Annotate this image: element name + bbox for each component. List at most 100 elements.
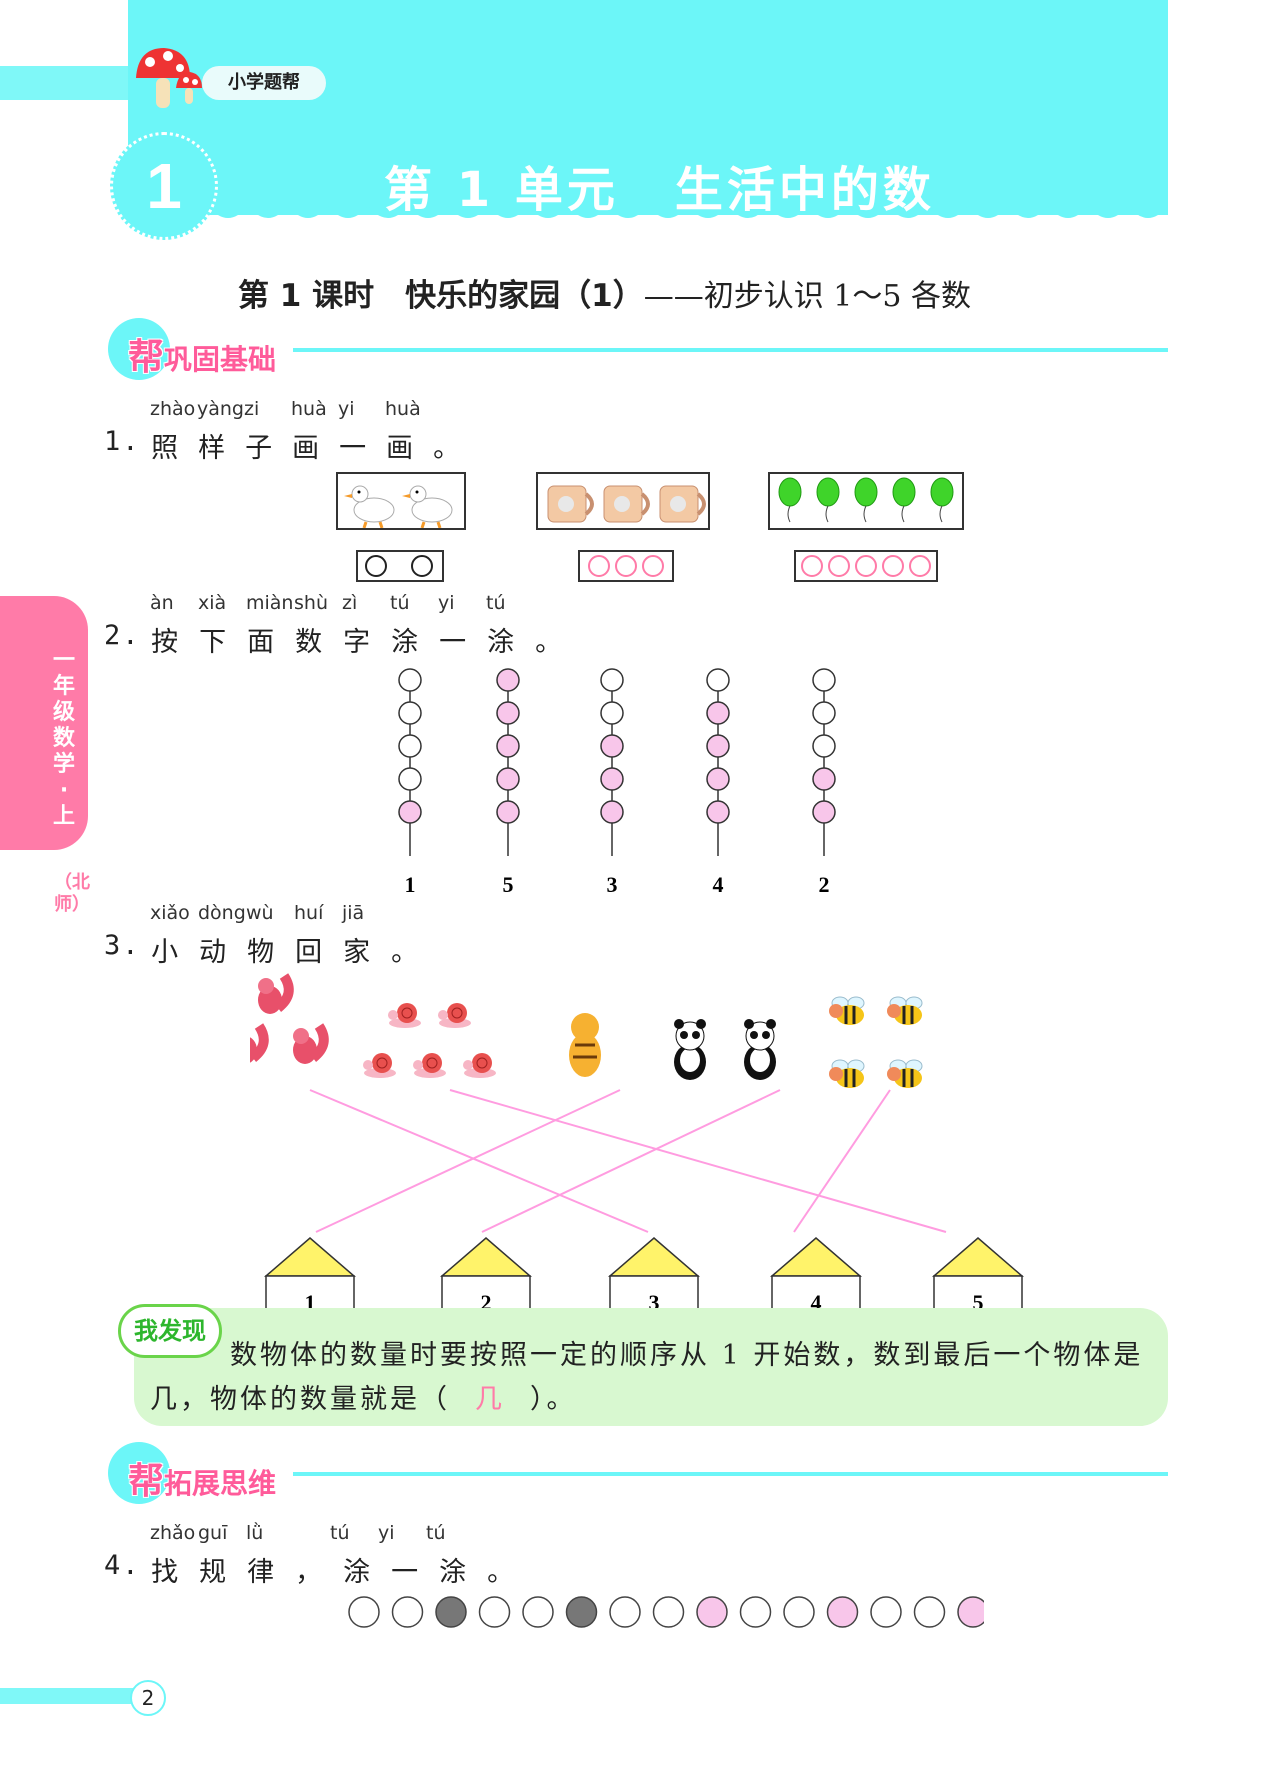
q3-text: 小动物回家。	[151, 930, 439, 968]
bead-column	[496, 668, 520, 856]
q2-char-1: 下	[199, 627, 229, 658]
pattern-circle[interactable]	[913, 1596, 946, 1628]
q3-pinyin-0: xiǎo	[150, 902, 190, 924]
balloon-icon	[892, 477, 916, 523]
bead[interactable]	[812, 701, 836, 725]
bead[interactable]	[600, 800, 624, 824]
bead[interactable]	[398, 734, 422, 758]
match-line	[481, 1089, 781, 1233]
bead[interactable]	[812, 668, 836, 692]
answer-circle[interactable]	[855, 555, 877, 577]
bead[interactable]	[706, 734, 730, 758]
pattern-circle[interactable]	[739, 1596, 772, 1628]
answer-circle[interactable]	[588, 555, 610, 577]
answer-circle[interactable]	[365, 555, 387, 577]
section-heading-basic: 帮巩固基础	[108, 318, 1168, 380]
answer-circle[interactable]	[615, 555, 637, 577]
bead[interactable]	[398, 767, 422, 791]
section-bubble	[108, 1442, 170, 1504]
q3-number: 3.	[104, 930, 141, 961]
bead[interactable]	[812, 800, 836, 824]
q1-answer-box-2	[578, 550, 674, 582]
discover-text-before: 数物体的数量时要按照一定的顺序从 1 开始数，数到最后一个物体是几，物体的数量就…	[150, 1340, 1144, 1415]
bead[interactable]	[398, 668, 422, 692]
pattern-circle[interactable]	[870, 1596, 902, 1628]
q1-char-1: 样	[198, 433, 228, 464]
pattern-circle[interactable]	[696, 1596, 728, 1628]
pattern-circle[interactable]	[957, 1596, 984, 1628]
pattern-circle[interactable]	[348, 1596, 380, 1628]
discover-answer[interactable]: 几	[475, 1384, 505, 1415]
pattern-circle[interactable]	[522, 1596, 554, 1628]
q3-pinyin-2: wù	[246, 902, 274, 924]
q4-pinyin-3: tú	[330, 1522, 350, 1544]
q3-prompt: 3. 小动物回家。	[104, 930, 439, 968]
answer-circle[interactable]	[828, 555, 850, 577]
q2-char-6: 一	[439, 627, 469, 658]
pattern-circle[interactable]	[609, 1596, 641, 1628]
bead[interactable]	[496, 767, 520, 791]
pattern-circle[interactable]	[783, 1596, 815, 1628]
pattern-circle[interactable]	[391, 1596, 424, 1628]
answer-circle[interactable]	[411, 555, 433, 577]
q2-text: 按下面数字涂一涂。	[151, 620, 583, 658]
bead[interactable]	[600, 734, 624, 758]
bead-column	[812, 668, 836, 856]
section-label: 巩固基础	[164, 343, 277, 376]
answer-circle[interactable]	[642, 555, 664, 577]
bead[interactable]	[496, 734, 520, 758]
q2-char-7: 涂	[487, 627, 517, 658]
bead[interactable]	[706, 800, 730, 824]
q4-char-1: 规	[199, 1557, 229, 1588]
q1-answer-box-1	[356, 550, 444, 582]
bead-column	[600, 668, 624, 856]
pattern-circle[interactable]	[652, 1596, 685, 1628]
match-line	[793, 1089, 891, 1233]
pattern-circle[interactable]	[478, 1596, 511, 1628]
bead[interactable]	[496, 668, 520, 692]
pattern-circle[interactable]	[435, 1596, 467, 1628]
q3-char-3: 回	[295, 937, 325, 968]
bead[interactable]	[398, 800, 422, 824]
q1-char-0: 照	[151, 433, 181, 464]
q2-pinyin-1: xià	[198, 592, 227, 614]
q4-char-4: 涂	[343, 1557, 373, 1588]
q2-pinyin-0: àn	[150, 592, 174, 614]
answer-circle[interactable]	[801, 555, 823, 577]
unit-label: 第 1 单元	[384, 162, 619, 218]
q4-char-6: 涂	[439, 1557, 469, 1588]
bead[interactable]	[812, 767, 836, 791]
match-line	[315, 1089, 621, 1233]
banner-wave	[128, 200, 1168, 218]
pattern-circle[interactable]	[826, 1596, 859, 1628]
bead[interactable]	[600, 767, 624, 791]
q3-char-4: 家	[343, 937, 373, 968]
q2-pinyin-6: yi	[438, 592, 455, 614]
answer-circle[interactable]	[909, 555, 931, 577]
house-label: 3	[649, 1290, 660, 1315]
discover-badge: 我发现	[118, 1304, 222, 1358]
page-number-strip	[0, 1688, 138, 1704]
bead[interactable]	[600, 668, 624, 692]
bead[interactable]	[496, 701, 520, 725]
pattern-circle[interactable]	[565, 1596, 598, 1628]
q2-pinyin-5: tú	[390, 592, 410, 614]
q3-char-5: 。	[391, 937, 421, 968]
bead[interactable]	[812, 734, 836, 758]
q4-pinyin-5: tú	[426, 1522, 446, 1544]
q1-text: 照样子画一画。	[151, 426, 480, 464]
bead[interactable]	[496, 800, 520, 824]
discover-text-after: ）。	[530, 1384, 577, 1415]
bead[interactable]	[706, 701, 730, 725]
answer-circle[interactable]	[882, 555, 904, 577]
q1-answer-box-3	[794, 550, 938, 582]
pattern-circles	[348, 1596, 984, 1628]
bead[interactable]	[706, 668, 730, 692]
q4-char-7: 。	[487, 1557, 517, 1588]
bead[interactable]	[600, 701, 624, 725]
q2-number: 2.	[104, 620, 141, 651]
q4-prompt: 4. 找规律，涂一涂。	[104, 1550, 535, 1588]
bead[interactable]	[706, 767, 730, 791]
q4-pinyin-0: zhǎo	[150, 1522, 196, 1544]
bead[interactable]	[398, 701, 422, 725]
